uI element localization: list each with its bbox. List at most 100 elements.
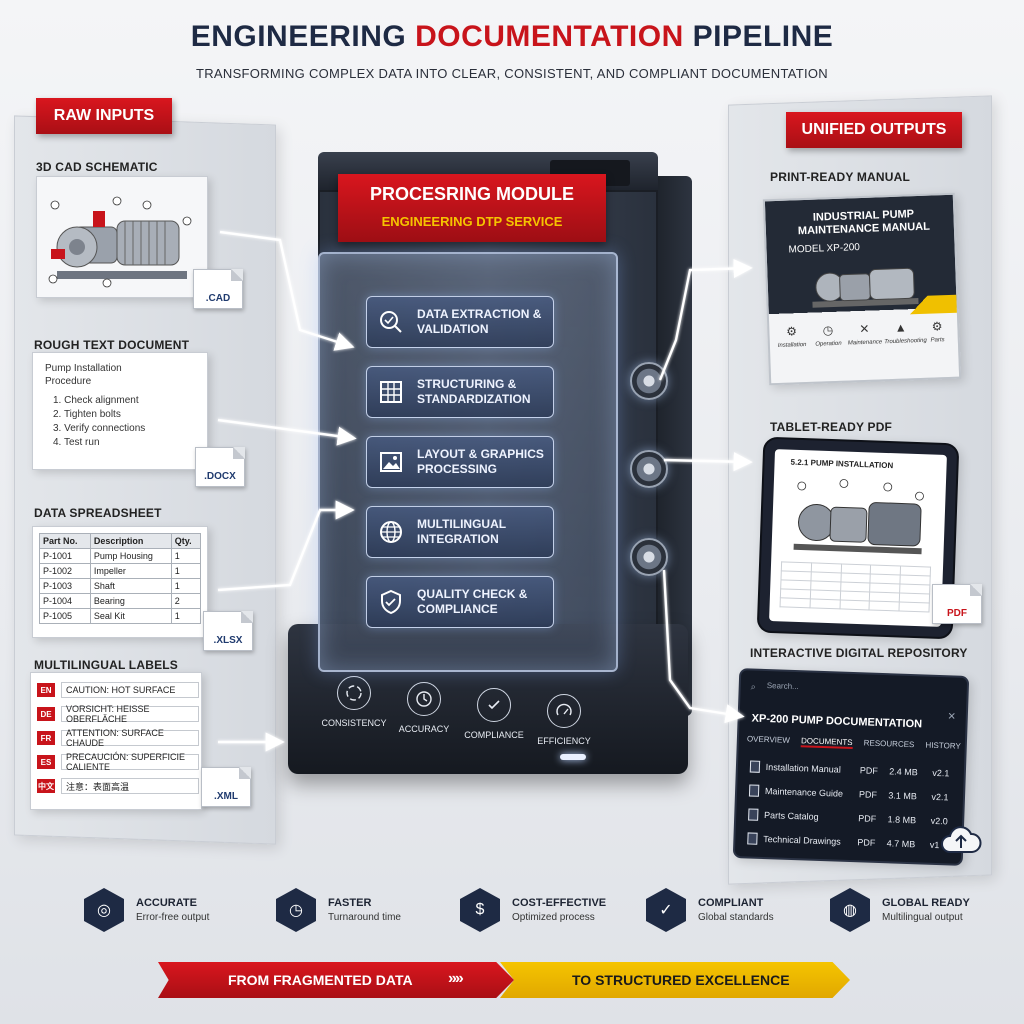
base-item-compliance: COMPLIANCE [458,688,530,740]
table-cell: Shaft [89,578,172,594]
check-icon [477,688,511,722]
label-text: CAUTION: HOT SURFACE [61,682,199,698]
lang-badge: DE [37,707,55,721]
lang-badge: 中文 [37,779,55,793]
doc-title-line-1: Pump Installation [45,363,122,374]
section-label: Parts [930,337,945,344]
module-base: CONSISTENCY ACCURACY COMPLIANCE EFFICIEN… [288,624,688,774]
section-label: Operation [815,340,842,348]
label-row: EN CAUTION: HOT SURFACE [37,681,199,699]
table-row: P-1005 Seal Kit 1 [39,608,202,624]
repo-title: XP-200 PUMP DOCUMENTATION [751,712,923,731]
lang-badge: FR [37,731,55,745]
table-row: P-1001 Pump Housing 1 [39,548,202,564]
manual-sections: ⚙Installation ◷Operation ✕Maintenance ▲T… [773,319,956,349]
tablet-pdf-card[interactable]: 5.2.1 PUMP INSTALLATION [756,436,960,640]
table-cell: P-1001 [39,548,91,564]
tablet-screen-heading: 5.2.1 PUMP INSTALLATION [790,457,894,471]
unified-outputs-heading: UNIFIED OUTPUTS [786,112,962,148]
spreadsheet-label: DATA SPREADSHEET [34,506,162,520]
to-label: TO STRUCTURED EXCELLENCE [572,972,790,988]
close-icon[interactable]: ✕ [947,711,956,723]
cloud-upload-icon[interactable] [938,820,984,860]
section-parts: ⚙ Parts [920,319,955,344]
document-row[interactable]: Maintenance Guide PDF 3.1 MB v2.1 [748,784,957,803]
table-cell: P-1002 [39,563,91,579]
spreadsheet-card[interactable]: Part No. Description Qty. P-1001 Pump Ho… [32,526,253,651]
doc-step: 1. Check alignment [53,395,139,406]
globe-icon: ◍ [830,888,870,932]
step-layout-graphics[interactable]: LAYOUT & GRAPHICS PROCESSING [366,436,554,488]
multilingual-card[interactable]: EN CAUTION: HOT SURFACE DE VORSICHT: HEI… [30,672,251,810]
wrench-icon: ✕ [859,321,870,337]
step-multilingual[interactable]: MULTILINGUAL INTEGRATION [366,506,554,558]
base-item-consistency: CONSISTENCY [318,676,390,728]
doc-name: Technical Drawings [763,833,841,847]
status-led [560,754,586,760]
gears-icon: ⚙ [931,319,943,334]
to-structured-banner: TO STRUCTURED EXCELLENCE [500,962,850,998]
doc-name: Parts Catalog [763,810,819,822]
digital-repository-card[interactable]: Search... ⌕ ✕ XP-200 PUMP DOCUMENTATION … [732,668,970,866]
doc-step: 2. Tighten bolts [53,409,121,420]
step-data-extraction[interactable]: DATA EXTRACTION & VALIDATION [366,296,554,348]
document-icon [749,760,761,773]
doc-step: 3. Verify connections [53,423,146,434]
shield-check-icon: ✓ [646,888,686,932]
base-item-label: ACCURACY [398,724,450,734]
label-text: PRECAUCIÓN: SUPERFICIE CALIENTE [61,752,199,772]
chevrons-icon: »» [448,970,464,987]
table-row: P-1002 Impeller 1 [39,563,202,579]
table-header: Description [89,533,172,549]
repo-search-input[interactable]: Search... [766,681,799,692]
step-structuring[interactable]: STRUCTURING & STANDARDIZATION [366,366,554,418]
clock-icon [407,682,441,716]
doc-size: 3.1 MB [888,790,918,802]
cad-file-icon: .CAD [193,269,243,309]
search-icon: ⌕ [750,681,756,692]
doc-step: 4. Test run [53,437,100,448]
document-row[interactable]: Installation Manual PDF 2.4 MB v2.1 [749,760,958,779]
base-item-accuracy: ACCURACY [388,682,460,734]
benefit-title: COMPLIANT [698,897,764,909]
module-subtitle: ENGINEERING DTP SERVICE [381,214,563,229]
gear-icon [630,538,668,576]
section-maintenance: ✕Maintenance [847,321,883,347]
print-manual-card[interactable]: INDUSTRIAL PUMP MAINTENANCE MANUAL MODEL… [762,192,962,386]
table-cell: 1 [170,563,202,579]
doc-type: PDF [858,813,877,824]
tab-documents[interactable]: DOCUMENTS [800,736,853,750]
document-row[interactable]: Technical Drawings PDF 4.7 MB v1 [747,832,955,851]
document-row[interactable]: Parts Catalog PDF 1.8 MB v2.0 [748,808,956,827]
tab-resources[interactable]: RESOURCES [863,738,915,750]
doc-version: v2.1 [931,791,949,803]
manual-title: INDUSTRIAL PUMP MAINTENANCE MANUAL [797,208,931,238]
base-item-label: CONSISTENCY [321,718,387,728]
document-icon [748,808,759,821]
section-operation: ◷Operation [811,323,846,348]
section-installation: ⚙Installation [774,324,809,349]
tablet-screen: 5.2.1 PUMP INSTALLATION [769,449,947,627]
doc-type: PDF [859,765,879,776]
table-cell: 1 [170,578,202,594]
text-doc-card[interactable]: Pump Installation Procedure 1. Check ali… [32,352,245,487]
module-banner: PROCESRING MODULE ENGINEERING DTP SERVIC… [338,174,606,242]
tab-overview[interactable]: OVERVIEW [746,734,791,745]
base-item-label: EFFICIENCY [537,736,591,746]
page-title: ENGINEERING DOCUMENTATION PIPELINE [0,20,1024,54]
step-quality-check[interactable]: QUALITY CHECK & COMPLIANCE [366,576,554,628]
doc-version: v2.1 [932,767,950,779]
tab-history[interactable]: HISTORY [925,740,961,751]
table-cell: 2 [170,593,202,609]
document-icon [748,784,760,797]
cad-card[interactable]: .CAD [36,176,243,309]
table-cell: P-1004 [39,593,91,609]
label-row: ES PRECAUCIÓN: SUPERFICIE CALIENTE [37,752,199,772]
label-text: VORSICHT: HEISSE OBERFLÄCHE [61,704,199,724]
doc-type: PDF [858,789,878,800]
benefit-title: COST-EFFECTIVE [512,897,607,909]
document-icon [747,832,758,845]
